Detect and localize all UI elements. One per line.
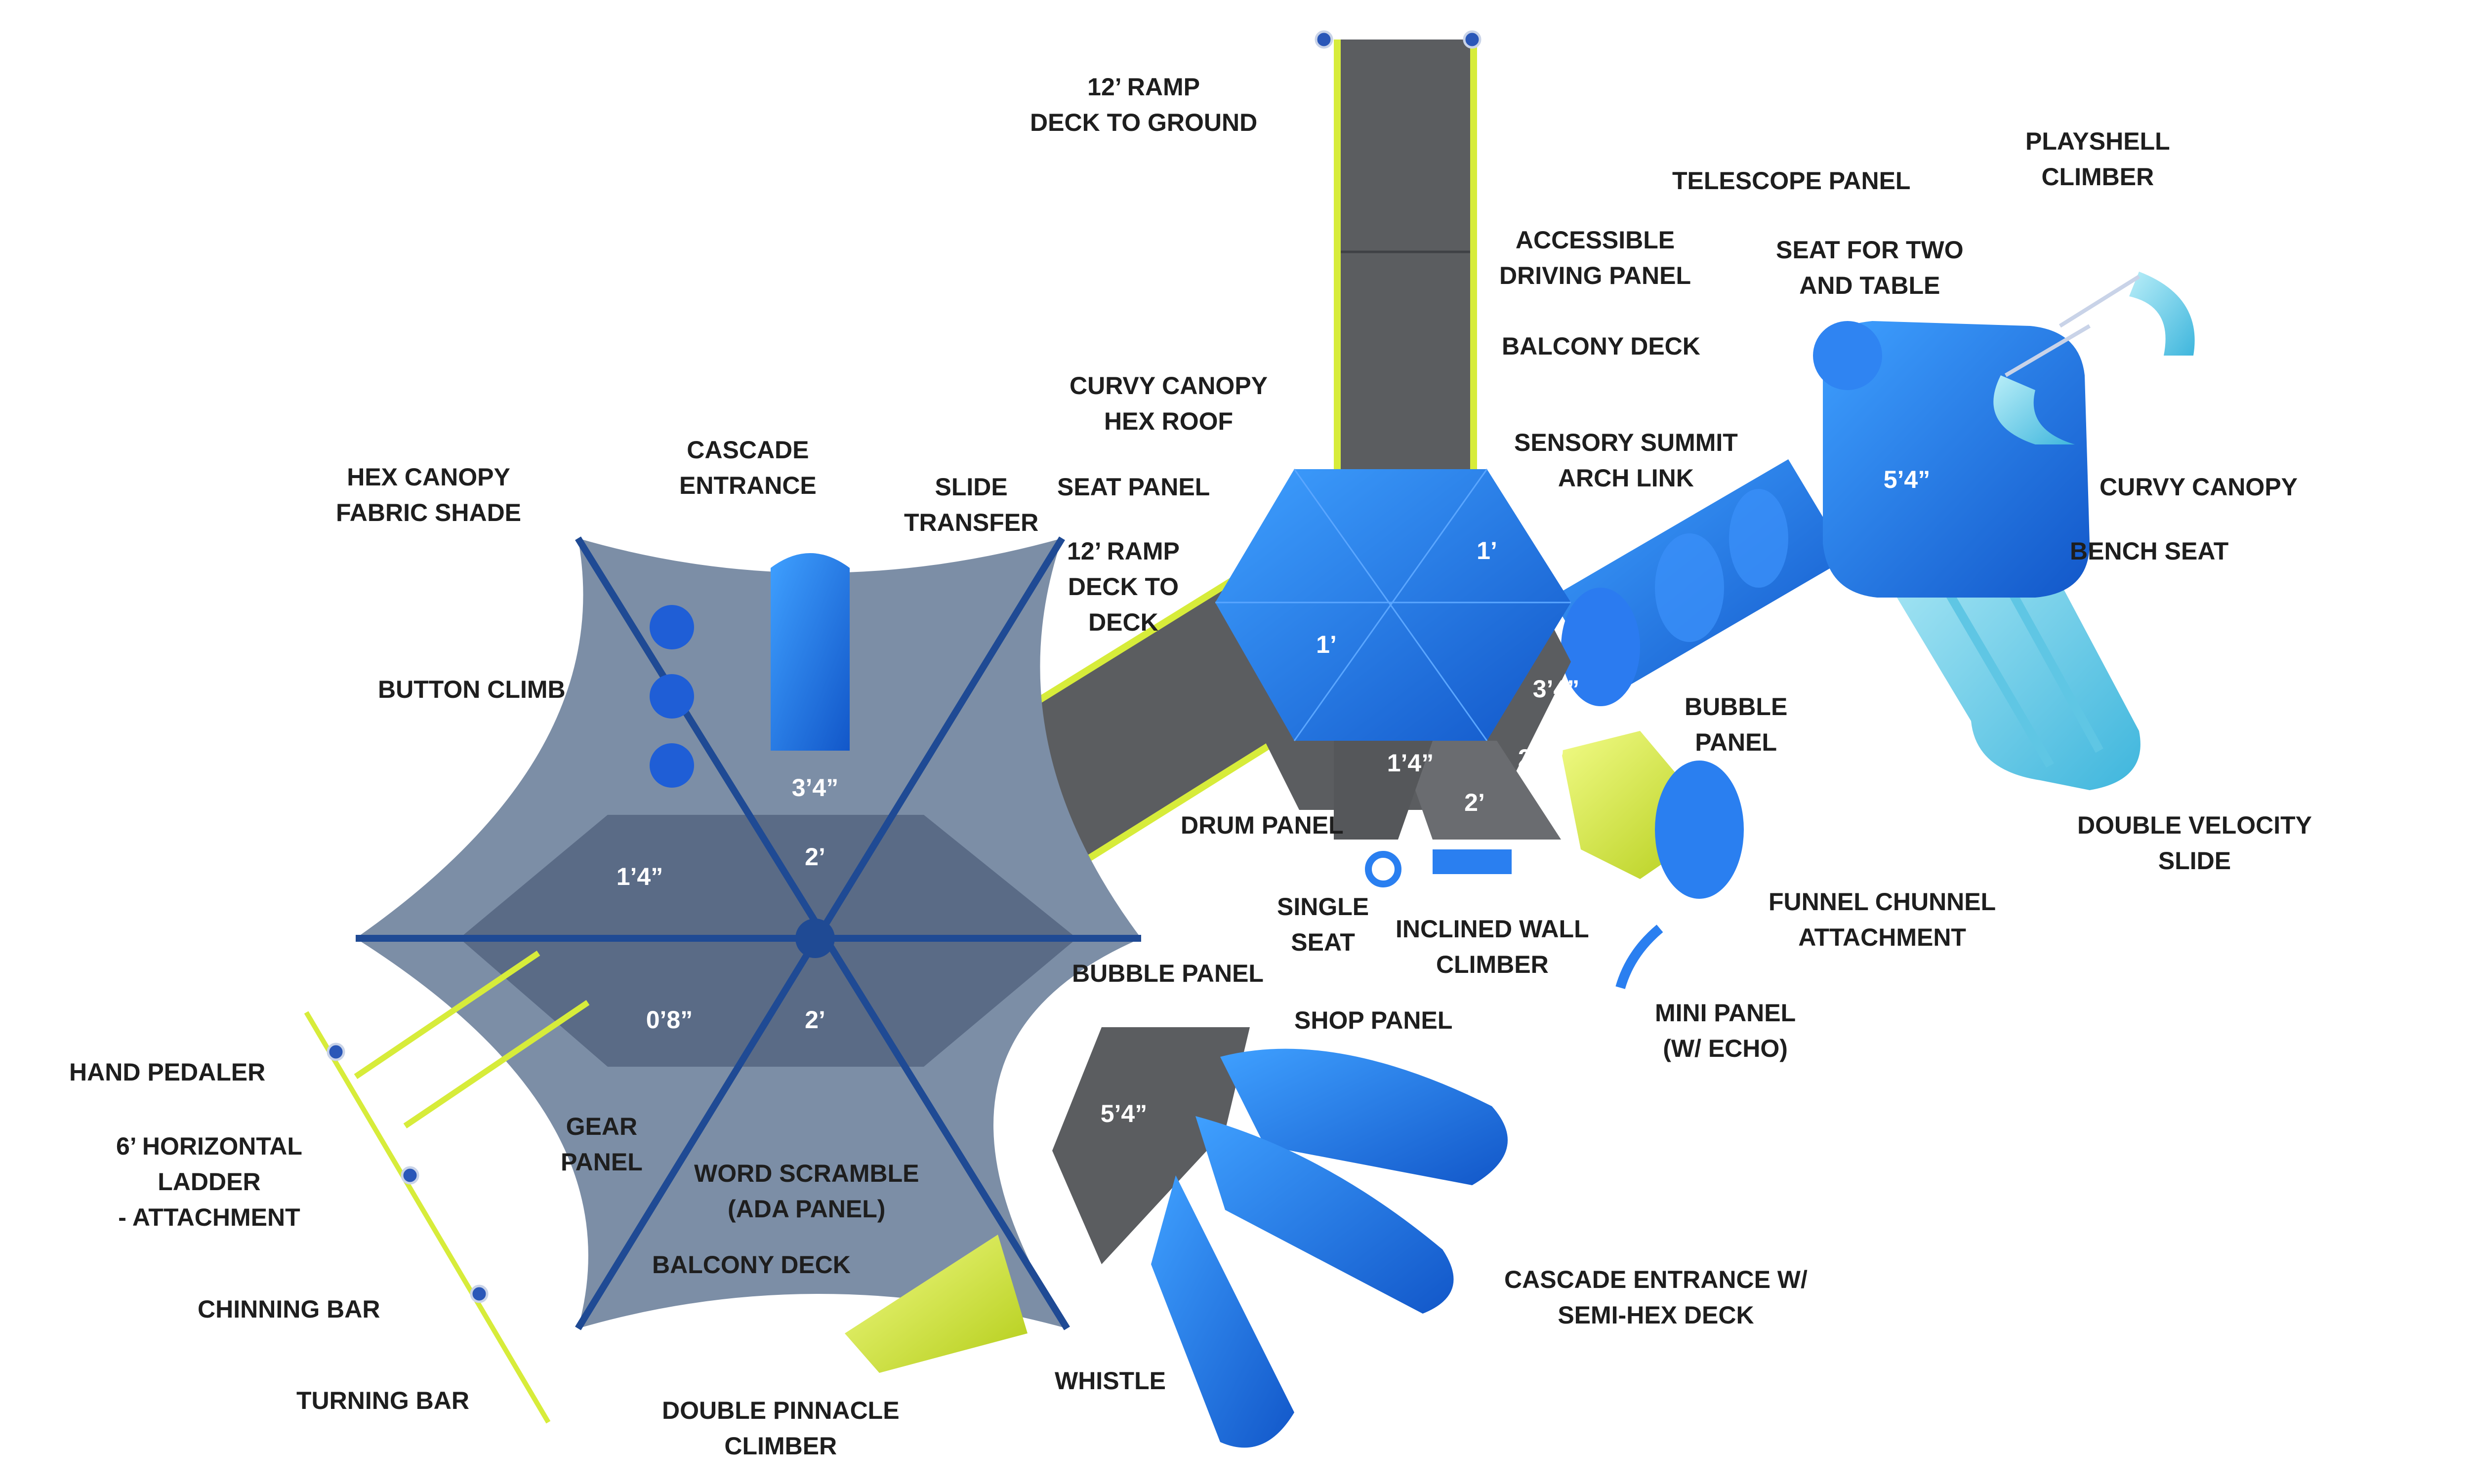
double-pinnacle-climber	[845, 1235, 1028, 1373]
label-mini-panel: MINI PANEL(W/ ECHO)	[1655, 999, 1796, 1062]
dim-hex-left-upper-left: 1’4”	[617, 863, 663, 890]
label-whistle: WHISTLE	[1055, 1367, 1166, 1395]
label-balcony-deck-top: BALCONY DECK	[1502, 332, 1700, 360]
dim-dome-right: 1’	[1477, 537, 1497, 564]
horizontal-ladder-attachment	[304, 951, 590, 1424]
label-chinning-bar: CHINNING BAR	[198, 1295, 380, 1323]
dim-hex-left-lower-left: 0’8”	[646, 1006, 693, 1034]
label-curvy-canopy: CURVY CANOPY	[2100, 473, 2298, 501]
label-shop-panel: SHOP PANEL	[1294, 1006, 1453, 1034]
label-bubble-panel-mid: BUBBLE PANEL	[1072, 960, 1264, 987]
funnel-chunnel	[1561, 731, 1744, 989]
inclined-wall-climber	[1433, 849, 1512, 874]
dim-dome-left: 1’	[1316, 631, 1337, 658]
dim-center-bottom: 2’	[1464, 789, 1485, 816]
dim-hex-left-top: 3’4”	[792, 774, 839, 802]
label-word-scramble: WORD SCRAMBLE(ADA PANEL)	[694, 1160, 919, 1223]
dim-hex-left-upper-mid: 2’	[805, 843, 825, 871]
single-seat	[1365, 851, 1401, 887]
sensory-summit-arch-link	[1551, 459, 1848, 706]
dim-center-right-low: 2’8”	[1518, 744, 1565, 772]
label-turning-bar: TURNING BAR	[296, 1387, 469, 1414]
cascade-entrance-semi-hex-deck	[1052, 1027, 1508, 1448]
label-balcony-deck-bottom: BALCONY DECK	[652, 1251, 851, 1279]
dim-center-left: 1’4”	[1387, 749, 1434, 777]
label-hand-pedaler: HAND PEDALER	[69, 1058, 266, 1086]
label-cascade-semi-hex-deck: CASCADE ENTRANCE W/SEMI-HEX DECK	[1504, 1266, 1808, 1329]
label-telescope-panel: TELESCOPE PANEL	[1672, 167, 1911, 195]
label-bench-seat: BENCH SEAT	[2070, 537, 2229, 565]
button-climb	[650, 605, 694, 788]
playshell-climber	[1993, 272, 2195, 444]
label-button-climb: BUTTON CLIMB	[378, 676, 566, 703]
cascade-entrance	[771, 553, 850, 751]
curvy-canopy-hex-roof	[1215, 469, 1571, 840]
dim-right-cube: 5’4”	[1884, 466, 1931, 493]
dim-hex-left-lower-mid: 2’	[805, 1006, 825, 1034]
label-seat-panel: SEAT PANEL	[1057, 473, 1210, 501]
ramp-deck-to-ground	[1315, 30, 1482, 484]
dim-center-right: 3’4”	[1533, 675, 1580, 703]
label-drum-panel: DRUM PANEL	[1181, 811, 1344, 839]
hex-canopy-fabric-shade	[356, 536, 1141, 1330]
dim-semi-hex: 5’4”	[1101, 1100, 1148, 1127]
right-deck-roof	[1813, 321, 2090, 598]
